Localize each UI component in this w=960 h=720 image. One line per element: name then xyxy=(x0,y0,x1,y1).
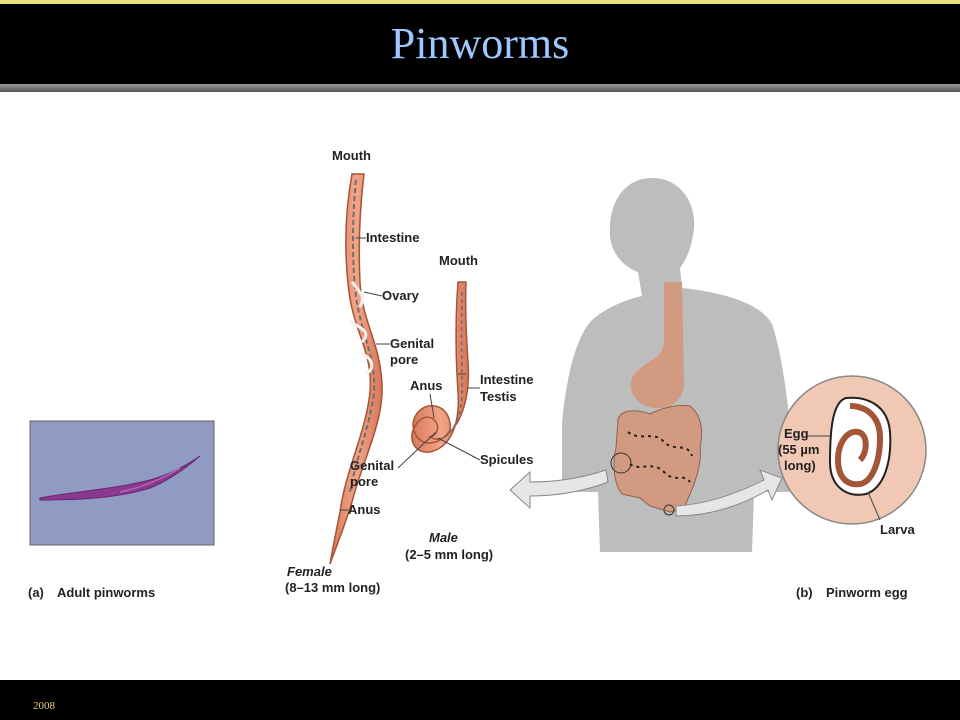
male-worm xyxy=(411,281,470,453)
female-anus-label: Anus xyxy=(348,502,381,517)
footer-bar: 2008 xyxy=(0,680,960,720)
male-intestine-label: Intestine xyxy=(480,372,533,387)
female-ovary-label: Ovary xyxy=(382,288,420,303)
anus-highlight xyxy=(663,504,675,516)
female-intestine-label: Intestine xyxy=(366,230,419,245)
arrows xyxy=(509,469,783,517)
male-anus-label: Anus xyxy=(410,378,443,393)
pinworm-figure: Mouth Intestine Ovary Genital pore Anus … xyxy=(28,148,927,600)
male-mouth-label: Mouth xyxy=(439,253,478,268)
panel-a-caption: Adult pinworms xyxy=(57,585,155,600)
larva-label: Larva xyxy=(880,522,915,537)
male-spicules-label: Spicules xyxy=(480,452,533,467)
male-genital-label-1: Genital xyxy=(350,458,394,473)
egg-label-3: long) xyxy=(784,458,816,473)
female-mouth-label: Mouth xyxy=(332,148,371,163)
panel-b-letter: (b) xyxy=(796,585,813,600)
male-caption-2: (2–5 mm long) xyxy=(405,547,493,562)
female-genital-label-2: pore xyxy=(390,352,418,367)
slide-title: Pinworms xyxy=(390,19,570,68)
female-caption-2: (8–13 mm long) xyxy=(285,580,380,595)
title-bar: Pinworms xyxy=(0,0,960,84)
egg-magnified xyxy=(777,375,927,525)
male-caption-1: Male xyxy=(429,530,458,545)
panel-b-caption: Pinworm egg xyxy=(826,585,908,600)
female-worm xyxy=(329,173,383,565)
human-silhouette xyxy=(562,178,790,552)
footer-year: 2008 xyxy=(33,700,55,712)
male-testis-label: Testis xyxy=(480,389,517,404)
pinworm-photo xyxy=(29,420,215,546)
female-caption-1: Female xyxy=(287,564,332,579)
male-genital-label-2: pore xyxy=(350,474,378,489)
leader-lines xyxy=(340,237,881,521)
egg-label-1: Egg xyxy=(784,426,809,441)
female-genital-label-1: Genital xyxy=(390,336,434,351)
panel-a-letter: (a) xyxy=(28,585,44,600)
egg-label-2: (55 µm xyxy=(778,442,819,457)
intestine-highlight xyxy=(610,452,632,474)
figure-area: Mouth Intestine Ovary Genital pore Anus … xyxy=(0,92,960,680)
title-divider xyxy=(0,84,960,92)
